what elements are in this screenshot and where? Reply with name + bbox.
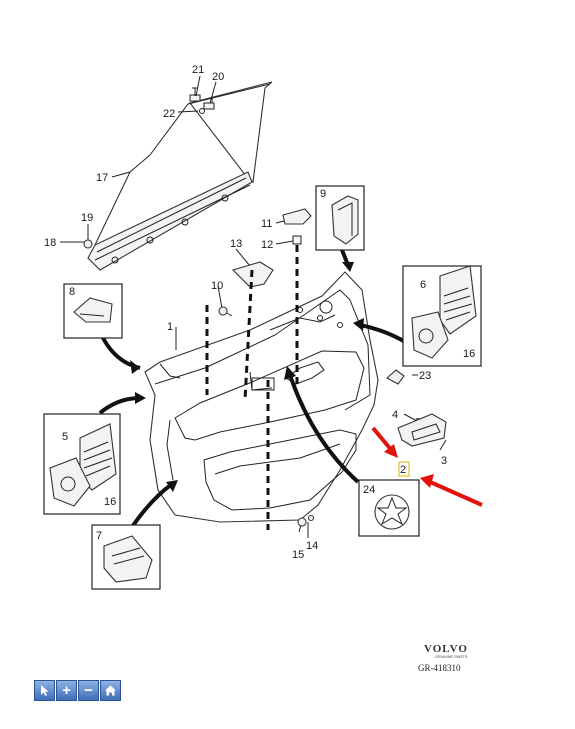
brand-subtitle: GENUINE PARTS [435, 654, 468, 659]
callout-3: 3 [441, 455, 447, 467]
pointer-arrows [98, 249, 409, 532]
callout-6: 6 [420, 279, 426, 291]
inset-box-9 [315, 185, 365, 251]
callout-7: 7 [96, 530, 102, 542]
brand-logo: VOLVO [424, 643, 468, 655]
callout-10: 10 [211, 280, 223, 292]
clip-hardware [192, 87, 213, 103]
callout-13: 13 [230, 238, 242, 250]
inset-box-8 [63, 283, 123, 339]
door-trim-panel [144, 271, 379, 523]
home-icon [105, 685, 116, 696]
callout-24: 24 [363, 484, 375, 496]
callout-22: 22 [163, 108, 175, 120]
callout-12: 12 [261, 239, 273, 251]
callout-15: 15 [292, 549, 304, 561]
part-2-highlight-box [398, 461, 410, 477]
callout-20: 20 [212, 71, 224, 83]
plus-icon: + [62, 682, 71, 699]
callout-21: 21 [192, 64, 204, 76]
callout-18: 18 [44, 237, 56, 249]
minus-icon: − [84, 682, 93, 699]
inset-box-5-16 [43, 413, 121, 515]
highlight-arrows [371, 426, 483, 507]
zoom-out-button[interactable]: − [78, 680, 99, 701]
callout-4: 4 [392, 409, 398, 421]
sun-blind-assembly [87, 81, 273, 271]
zoom-in-button[interactable]: + [56, 680, 77, 701]
select-tool-button[interactable] [34, 680, 55, 701]
callout-17: 17 [96, 172, 108, 184]
viewer-toolbar: + − [34, 680, 121, 701]
callout-16-bottom: 16 [104, 496, 116, 508]
callout-2: 2 [400, 464, 406, 476]
callout-11: 11 [261, 218, 272, 230]
diagram-code: GR-418310 [418, 663, 461, 673]
inset-box-6-16 [402, 265, 482, 367]
callout-16-top: 16 [463, 348, 475, 360]
assembly-dashes [205, 245, 299, 530]
home-button[interactable] [100, 680, 121, 701]
callout-23: 23 [419, 370, 431, 382]
callout-5: 5 [62, 431, 68, 443]
inset-box-7 [91, 524, 161, 590]
callout-9: 9 [320, 188, 326, 200]
brand-block: VOLVO GENUINE PARTS GR-418310 [418, 643, 468, 673]
callout-14: 14 [306, 540, 318, 552]
callout-19: 19 [81, 212, 93, 224]
cursor-icon [41, 685, 49, 696]
callout-numbers: 21 20 22 17 19 18 11 12 13 10 1 8 9 6 16… [44, 64, 475, 561]
callout-1: 1 [167, 321, 173, 333]
inset-box-24 [358, 479, 420, 537]
callout-8: 8 [69, 286, 75, 298]
screw-18-19 [76, 239, 93, 249]
